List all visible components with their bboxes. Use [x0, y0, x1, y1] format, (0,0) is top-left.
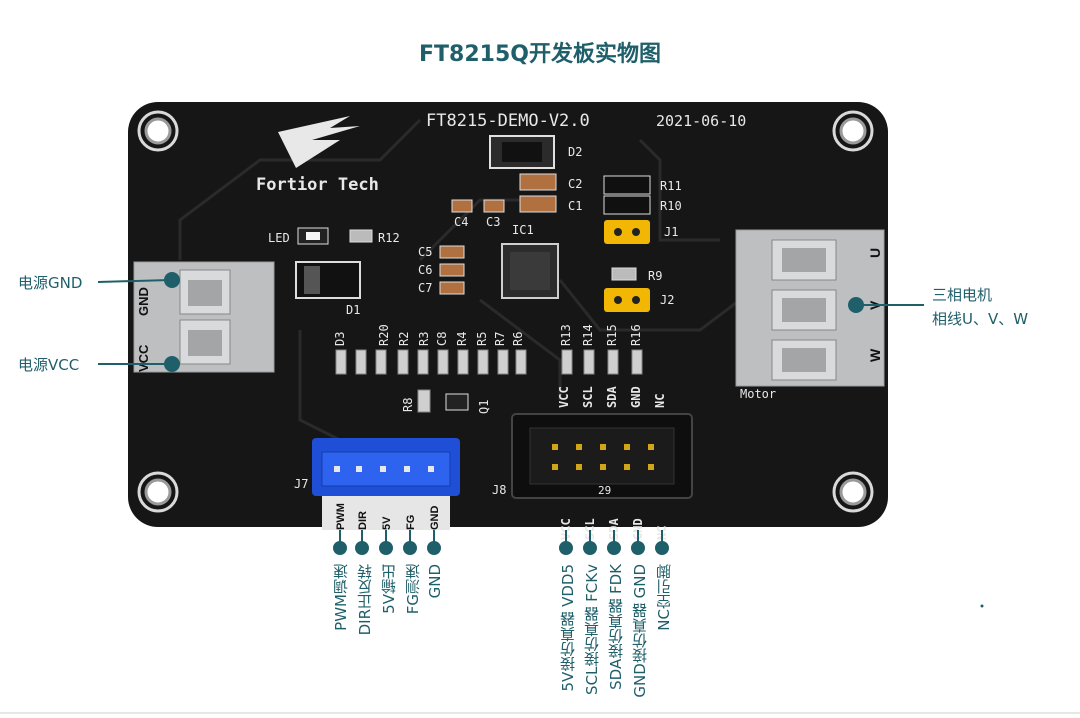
pcb-traces — [178, 118, 741, 442]
svg-text:C6: C6 — [418, 263, 432, 277]
callout-pointers — [97, 272, 924, 555]
mounting-holes — [137, 110, 874, 513]
svg-text:R3: R3 — [417, 332, 431, 346]
svg-text:C1: C1 — [568, 199, 582, 213]
pcb-board — [128, 102, 888, 527]
svg-text:J8: J8 — [492, 483, 506, 497]
bottom-divider — [0, 712, 1080, 714]
svg-text:GND: GND — [136, 287, 151, 316]
svg-text:R5: R5 — [475, 332, 489, 346]
callout-motor-line1: 三相电机 — [932, 286, 993, 304]
callout-power-vcc: 电源VCC — [18, 356, 80, 374]
svg-text:J2: J2 — [660, 293, 674, 307]
svg-text:R13: R13 — [559, 324, 573, 346]
svg-text:R16: R16 — [629, 324, 643, 346]
svg-text:SCL: SCL — [583, 518, 597, 540]
svg-text:5V: 5V — [381, 516, 393, 530]
svg-text:VCC: VCC — [557, 386, 571, 408]
svg-text:Q1: Q1 — [477, 400, 491, 414]
cap-c2 — [519, 173, 557, 191]
fortior-logo — [278, 116, 360, 168]
svg-text:C8: C8 — [435, 332, 449, 346]
callout-j8-scl: SCL接仿真器 FCKv — [583, 564, 601, 695]
callout-power-gnd: 电源GND — [18, 274, 83, 292]
svg-text:C2: C2 — [568, 177, 582, 191]
callout-j8-gnd: GND接仿真器 GND — [631, 564, 649, 698]
cap-c4 — [451, 199, 473, 213]
callout-j7-fg: FG测速 — [404, 564, 422, 615]
svg-text:GND: GND — [629, 386, 643, 408]
svg-text:D2: D2 — [568, 145, 582, 159]
svg-text:J1: J1 — [664, 225, 678, 239]
svg-text:Motor: Motor — [740, 387, 776, 401]
cap-c6 — [439, 263, 465, 277]
svg-text:R14: R14 — [581, 324, 595, 346]
svg-text:DIR: DIR — [357, 511, 369, 530]
svg-text:FG: FG — [405, 515, 417, 530]
jumper-j2 — [604, 288, 650, 312]
transistor-q1 — [445, 393, 469, 411]
svg-text:NC: NC — [653, 394, 667, 408]
svg-text:C3: C3 — [486, 215, 500, 229]
board-date: 2021-06-10 — [656, 112, 746, 130]
page-title: FT8215Q开发板实物图 — [419, 42, 661, 67]
svg-text:PWM: PWM — [335, 503, 347, 530]
svg-text:R10: R10 — [660, 199, 682, 213]
resistor-r10 — [603, 195, 651, 215]
svg-text:29: 29 — [598, 484, 611, 497]
svg-text:D1: D1 — [346, 303, 360, 317]
svg-text:C5: C5 — [418, 245, 432, 259]
resistor-r9 — [611, 267, 637, 281]
callout-j7-dir: DIR正反转 — [356, 564, 374, 636]
callout-j8-nc: NC空引脚 — [655, 564, 673, 631]
svg-text:LED: LED — [268, 231, 290, 245]
callout-motor-line2: 相线U、V、W — [932, 310, 1029, 328]
resistor-row — [335, 349, 643, 375]
svg-text:R12: R12 — [378, 231, 400, 245]
svg-text:VCC: VCC — [559, 518, 573, 540]
callout-j8-vcc: 5V接仿真器 VDD5 — [559, 564, 577, 692]
svg-text:R7: R7 — [493, 332, 507, 346]
svg-text:J7: J7 — [294, 477, 308, 491]
svg-text:VCC: VCC — [136, 344, 151, 372]
svg-text:R4: R4 — [455, 332, 469, 346]
svg-text:R9: R9 — [648, 269, 662, 283]
callout-j7-gnd: GND — [426, 564, 444, 599]
svg-text:SDA: SDA — [607, 518, 621, 540]
svg-text:SDA: SDA — [605, 386, 619, 408]
cap-c5 — [439, 245, 465, 259]
svg-text:GND: GND — [429, 506, 441, 531]
svg-text:SCL: SCL — [581, 386, 595, 408]
jumper-j1 — [604, 220, 650, 244]
svg-text:GND: GND — [631, 518, 645, 540]
svg-text:R11: R11 — [660, 179, 682, 193]
callout-j7-5v: 5V输出 — [380, 564, 398, 614]
svg-text:U: U — [867, 248, 883, 258]
brand-text: Fortior Tech — [256, 175, 379, 195]
resistor-r11 — [603, 175, 651, 195]
cap-c1 — [519, 195, 557, 213]
svg-text:C4: C4 — [454, 215, 468, 229]
resistor-r8 — [417, 389, 431, 413]
svg-text:W: W — [867, 348, 883, 362]
cap-c7 — [439, 281, 465, 295]
svg-text:R2: R2 — [397, 332, 411, 346]
callout-j7-pwm: PWM调速 — [332, 564, 350, 631]
cap-c3 — [483, 199, 505, 213]
svg-text:R6: R6 — [511, 332, 525, 346]
svg-text:R8: R8 — [401, 398, 415, 412]
board-model: FT8215-DEMO-V2.0 — [426, 111, 590, 131]
resistor-r12 — [349, 229, 373, 243]
svg-text:R20: R20 — [377, 324, 391, 346]
svg-text:D3: D3 — [333, 332, 347, 346]
svg-text:IC1: IC1 — [512, 223, 534, 237]
svg-text:C7: C7 — [418, 281, 432, 295]
callout-j8-sda: SDA接仿真器 FDK — [607, 564, 625, 690]
svg-text:R15: R15 — [605, 324, 619, 346]
